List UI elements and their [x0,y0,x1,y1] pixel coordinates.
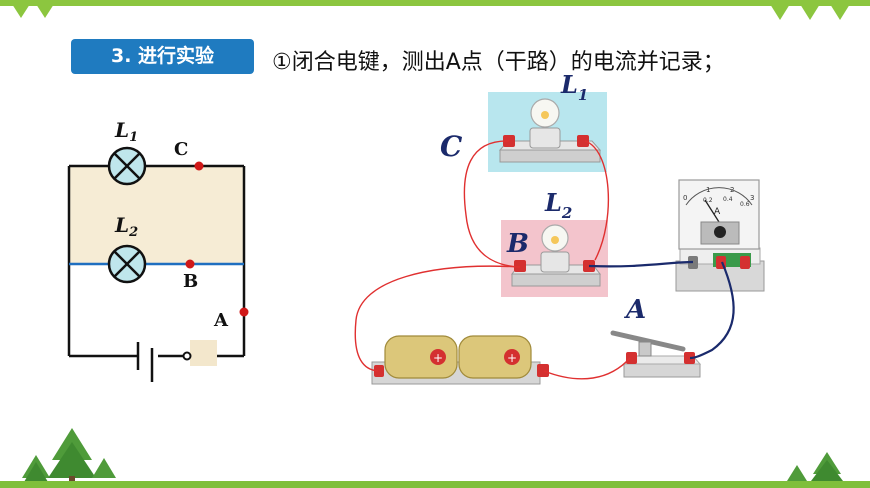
point-a-dot [239,307,249,317]
wires [354,140,735,380]
circuit-schematic: L1 L2 C B A [67,118,249,382]
top-decor-bar [0,0,870,6]
svg-text:+: + [507,351,517,365]
tree-decor-right [787,452,843,481]
bottom-decor-bar [0,481,870,488]
ammeter: 1 2 0 3 0.2 0.4 0.6 A [675,179,765,292]
battery-pack: + + [371,335,549,385]
point-c-dot [194,161,204,171]
apparatus-l2-label: L2 [544,188,572,222]
ammeter-unit: A [714,207,721,217]
schematic-l2-label: L2 [114,213,138,240]
schematic-c-label: C [174,139,188,160]
section-badge: 3. 进行实验 [71,39,254,74]
lamp-l2-symbol [107,244,147,284]
point-b-dot [185,259,195,269]
schematic-l1-label: L1 [114,118,138,145]
apparatus-c-label: C [440,130,463,163]
svg-text:0.6: 0.6 [740,201,750,208]
lamp-l1-symbol [107,146,147,186]
svg-text:+: + [433,351,443,365]
lamp-l2-apparatus [510,224,602,287]
switch [610,330,702,378]
svg-text:1: 1 [706,186,710,194]
apparatus-a-label: A [623,295,646,325]
lamp-l1-apparatus [498,98,602,163]
tree-decor-left [22,428,116,482]
svg-text:0.4: 0.4 [723,196,733,203]
apparatus-b-label: B [506,229,529,259]
schematic-a-label: A [213,310,229,331]
schematic-b-label: B [183,271,198,292]
svg-text:2: 2 [730,186,734,194]
parallel-region [69,166,244,264]
svg-text:3: 3 [750,194,754,202]
circuit-apparatus: 1 2 0 3 0.2 0.4 0.6 A + + [354,70,765,385]
svg-text:0.2: 0.2 [703,197,713,204]
corner-decor [12,4,850,20]
apparatus-l1-label: L1 [560,70,588,104]
svg-text:0: 0 [683,194,687,202]
instruction-text: ①闭合电键，测出A点（干路）的电流并记录； [272,50,725,75]
